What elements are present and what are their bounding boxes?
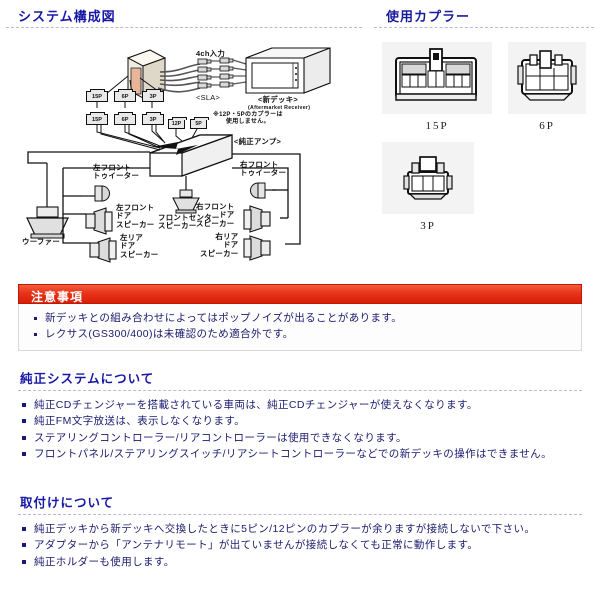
- label-right-front-door-speaker: 右フロント ドア スピーカー: [196, 202, 235, 228]
- system-diagram-divider: [6, 27, 362, 28]
- system-diagram-graphic: 15P 6P 3P 15P 6P 3P 12P 5P 4ch入力 <SLA> <…: [0, 28, 368, 268]
- label-new-deck-english: (Aftermarket Receiver): [248, 105, 311, 111]
- coupler-panel: 使用カプラー: [368, 0, 600, 272]
- coupler-6p-caption: 6P: [539, 120, 555, 132]
- label-4ch-input: 4ch入力: [196, 49, 226, 58]
- coupler-3p-caption: 3P: [420, 220, 436, 232]
- installation-section: 取付けについて 純正デッキから新デッキへ交換したときに5ピン/12ピンのカプラー…: [18, 492, 582, 570]
- connector-6p-icon: [517, 50, 577, 101]
- installation-list-item: 純正デッキから新デッキへ交換したときに5ピン/12ピンのカプラーが余りますが接続…: [18, 521, 582, 537]
- label-right-rear-door-speaker: 右リア ドア スピーカー: [200, 232, 239, 258]
- label-left-front-door-speaker: 左フロント ドア スピーカー: [116, 203, 155, 229]
- connector-15p-icon: [395, 48, 477, 101]
- system-diagram-title: システム構成図: [18, 9, 116, 24]
- notice-list-item: 新デッキとの組み合わせによってはポップノイズが出ることがあります。: [29, 310, 571, 326]
- label-left-front-tweeter: 左フロント トゥイーター: [93, 163, 140, 181]
- coupler-15p-caption: 15P: [425, 120, 449, 132]
- coupler-3p-photo: [382, 142, 474, 214]
- installation-list-item: 純正ホルダーも使用します。: [18, 554, 582, 570]
- factory-system-section: 純正システムについて 純正CDチェンジャーを搭載されている車両は、純正CDチェン…: [18, 368, 582, 462]
- factory-system-list: 純正CDチェンジャーを搭載されている車両は、純正CDチェンジャーが使えなくなりま…: [18, 397, 582, 462]
- label-front-center-speaker: フロントセンター スピーカー: [158, 213, 220, 231]
- diagram-connector-5p-unused: 5P: [190, 117, 209, 129]
- label-left-rear-door-speaker: 左リア ドア スピーカー: [120, 233, 159, 259]
- coupler-panel-divider: [374, 27, 594, 28]
- diagram-connector-3p-b: 3P: [142, 112, 164, 125]
- diagram-connector-3p-a: 3P: [142, 89, 164, 102]
- diagram-connector-6p-a: 6P: [114, 89, 136, 102]
- installation-divider: [18, 514, 582, 515]
- installation-list: 純正デッキから新デッキへ交換したときに5ピン/12ピンのカプラーが余りますが接続…: [18, 521, 582, 570]
- diagram-connector-6p-b: 6P: [114, 112, 136, 125]
- notice-section: 注意事項 新デッキとの組み合わせによってはポップノイズが出ることがあります。 レ…: [18, 284, 582, 351]
- coupler-panel-title: 使用カプラー: [386, 9, 471, 24]
- label-right-front-tweeter: 右フロント トゥイーター: [240, 160, 287, 178]
- installation-heading: 取付けについて: [20, 496, 115, 510]
- diagram-connector-15p-b: 15P: [86, 112, 108, 125]
- label-unused-coupler-note: ※12P・5Pのカプラーは 使用しません。: [213, 112, 283, 125]
- label-factory-amp: <純正アンプ>: [234, 137, 282, 146]
- notice-header-bar: 注意事項: [18, 284, 582, 304]
- installation-list-item: アダプターから「アンテナリモート」が出ていませんが接続しなくても正常に動作します…: [18, 537, 582, 553]
- notice-list-item: レクサス(GS300/400)は未確認のため適合外です。: [29, 326, 571, 342]
- top-panels: システム構成図: [0, 0, 600, 272]
- factory-system-list-item: 純正FM文字放送は、表示しなくなります。: [18, 413, 582, 429]
- factory-system-list-item: ステアリングコントローラー/リアコントローラーは使用できなくなります。: [18, 430, 582, 446]
- factory-system-list-item: フロントパネル/ステアリングスイッチ/リアシートコントローラーなどでの新デッキの…: [18, 446, 582, 462]
- coupler-graphics: 15P 6P: [368, 28, 600, 268]
- factory-system-heading: 純正システムについて: [20, 372, 155, 386]
- notice-list: 新デッキとの組み合わせによってはポップノイズが出ることがあります。 レクサス(G…: [29, 310, 571, 343]
- factory-system-divider: [18, 390, 582, 391]
- system-diagram-panel: システム構成図: [0, 0, 368, 272]
- connector-3p-icon: [403, 156, 453, 200]
- diagram-connector-12p-unused: 12P: [168, 117, 187, 129]
- notice-heading: 注意事項: [31, 290, 84, 304]
- notice-body: 新デッキとの組み合わせによってはポップノイズが出ることがあります。 レクサス(G…: [18, 304, 582, 351]
- diagram-connector-15p-a: 15P: [86, 89, 108, 102]
- factory-system-list-item: 純正CDチェンジャーを搭載されている車両は、純正CDチェンジャーが使えなくなりま…: [18, 397, 582, 413]
- label-new-deck: <新デッキ>: [258, 95, 298, 104]
- label-sla: <SLA>: [196, 93, 221, 102]
- coupler-15p-photo: [382, 42, 492, 114]
- label-woofer: ウーファー: [22, 237, 61, 246]
- coupler-6p-photo: [508, 42, 586, 114]
- diagram-vector-art: [26, 47, 331, 263]
